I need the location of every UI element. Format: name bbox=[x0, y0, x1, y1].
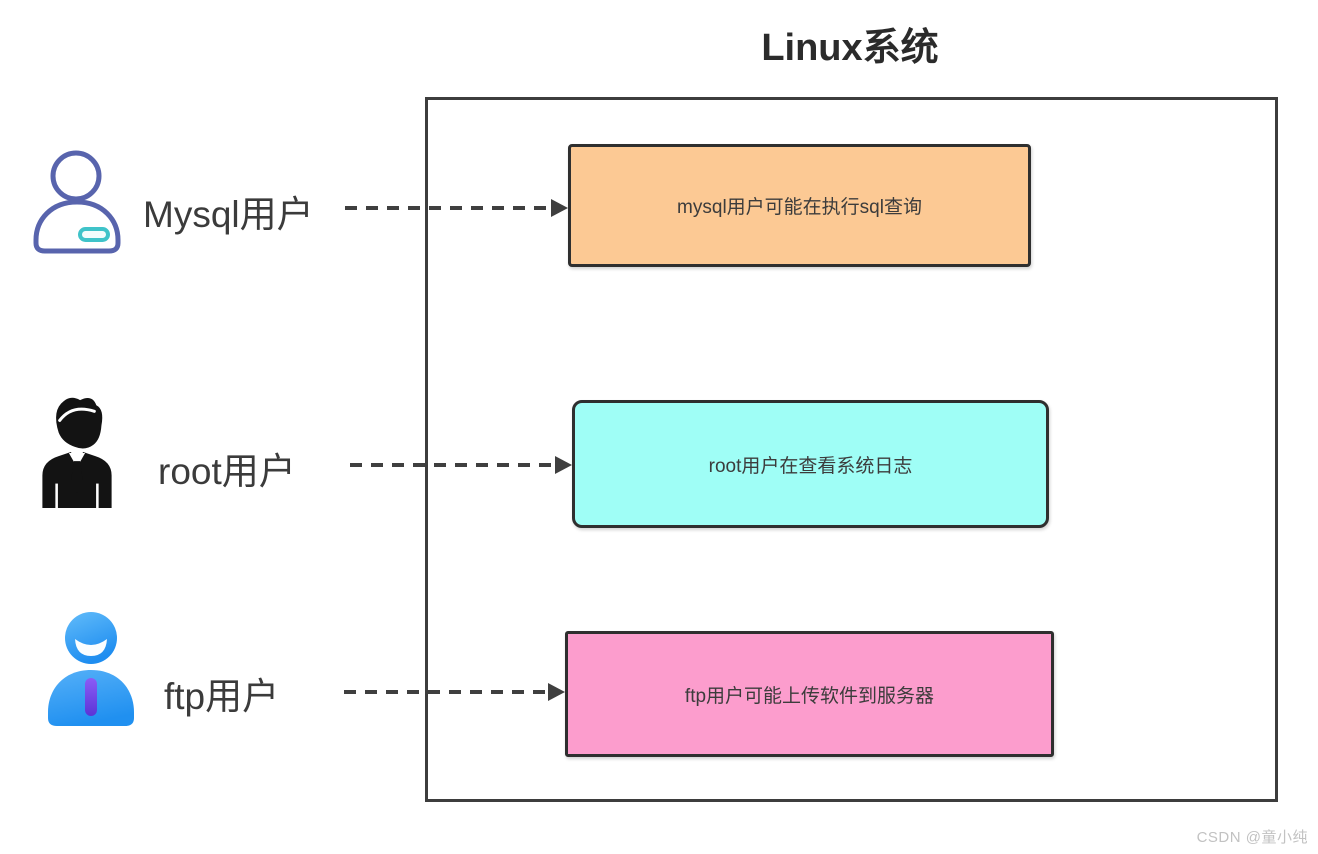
arrow-head-icon bbox=[548, 683, 565, 701]
person-filled-blue-icon bbox=[44, 610, 136, 732]
diagram-title: Linux系统 bbox=[761, 27, 939, 69]
mysql-task-text: mysql用户可能在执行sql查询 bbox=[677, 197, 922, 218]
arrow-head-icon bbox=[551, 199, 568, 217]
root-task-text: root用户在查看系统日志 bbox=[708, 455, 913, 477]
businessman-silhouette-icon bbox=[38, 394, 116, 508]
ftp-task-text: ftp用户可能上传软件到服务器 bbox=[684, 685, 935, 707]
root-dashed-arrow bbox=[350, 456, 572, 474]
arrow-head-icon bbox=[555, 456, 572, 474]
root-task-box: root用户在查看系统日志 bbox=[572, 400, 1049, 528]
mysql-dashed-arrow bbox=[345, 199, 568, 217]
ftp-task-box: ftp用户可能上传软件到服务器 bbox=[565, 631, 1054, 757]
watermark: CSDN @童小纯 bbox=[1196, 829, 1308, 846]
root-user-label: root用户 bbox=[158, 451, 296, 492]
mysql-task-box: mysql用户可能在执行sql查询 bbox=[568, 144, 1031, 267]
ftp-user-label: ftp用户 bbox=[164, 676, 280, 717]
ftp-dashed-arrow bbox=[344, 683, 565, 701]
arrow-line bbox=[344, 690, 548, 694]
arrow-line bbox=[350, 463, 555, 467]
arrow-line bbox=[345, 206, 551, 210]
mysql-user-label: Mysql用户 bbox=[143, 194, 314, 235]
person-outline-icon bbox=[30, 150, 124, 254]
